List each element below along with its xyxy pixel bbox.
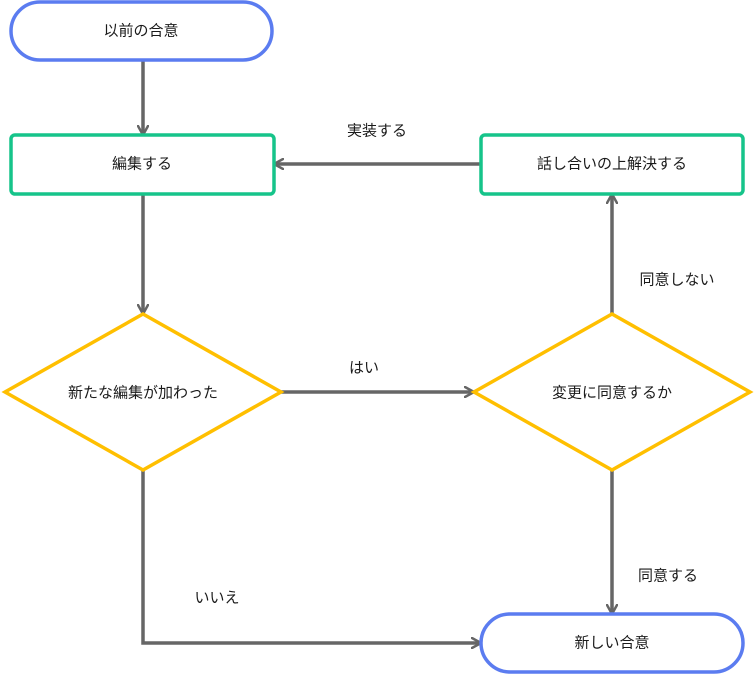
process-shape bbox=[479, 133, 745, 196]
terminal-shape bbox=[9, 0, 274, 62]
edge-label-agree: 同意する bbox=[638, 567, 698, 585]
edge-new-edit-no bbox=[141, 471, 481, 643]
decision-shape bbox=[470, 311, 754, 473]
terminal-shape bbox=[479, 612, 745, 674]
node-agree-label: 変更に同意するか bbox=[552, 384, 672, 402]
node-new-edit-label: 新たな編集が加わった bbox=[68, 384, 218, 402]
node-start: 以前の合意 bbox=[9, 0, 274, 62]
node-discuss: 話し合いの上解決する bbox=[479, 133, 745, 196]
edge-label-yes: はい bbox=[349, 359, 379, 377]
edges-layer bbox=[143, 60, 612, 643]
edge-labels-layer: 実装する はい いいえ 同意しない 同意する bbox=[194, 122, 714, 607]
node-agree: 変更に同意するか bbox=[470, 311, 754, 473]
process-shape bbox=[9, 133, 276, 196]
edge-label-disagree: 同意しない bbox=[639, 271, 714, 289]
edge-label-no: いいえ bbox=[194, 589, 239, 607]
node-new-edit: 新たな編集が加わった bbox=[1, 311, 285, 473]
node-start-label: 以前の合意 bbox=[103, 22, 178, 40]
node-discuss-label: 話し合いの上解決する bbox=[537, 155, 687, 173]
decision-shape bbox=[1, 311, 285, 473]
node-consensus: 新しい合意 bbox=[479, 612, 745, 674]
node-edit: 編集する bbox=[9, 133, 276, 196]
node-edit-label: 編集する bbox=[112, 155, 172, 173]
edge-label-implement: 実装する bbox=[347, 122, 407, 140]
node-consensus-label: 新しい合意 bbox=[574, 634, 649, 652]
